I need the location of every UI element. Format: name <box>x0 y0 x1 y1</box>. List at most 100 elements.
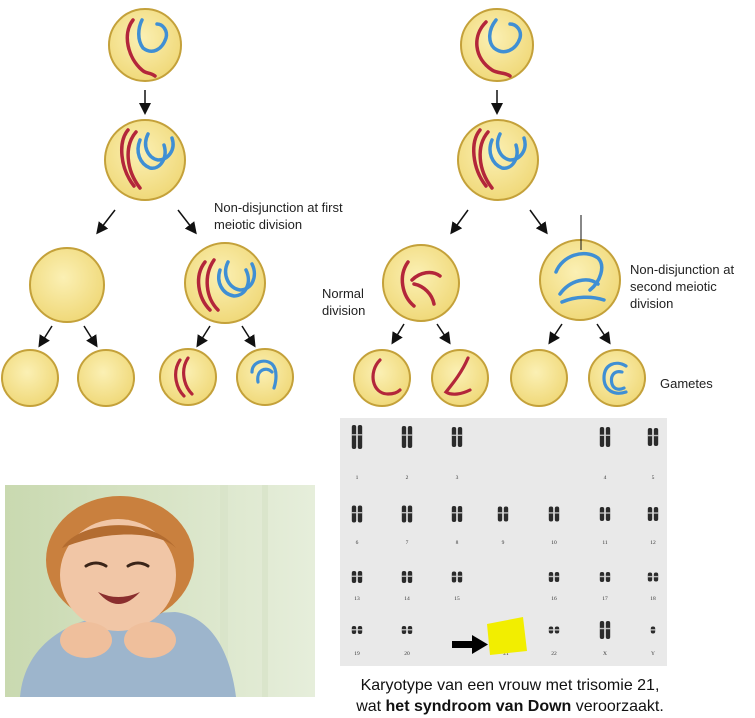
chromatid <box>351 571 357 583</box>
centromere <box>605 627 611 630</box>
centromere <box>451 512 457 514</box>
centromere <box>548 512 554 514</box>
chromosome-12 <box>647 507 659 521</box>
gamete-maternal-pair <box>159 348 217 406</box>
arrow-down-right <box>241 325 256 348</box>
chromatid <box>357 505 363 523</box>
left-both-chromosomes-cell <box>184 242 266 324</box>
chromosome-number-Y: Y <box>651 651 655 657</box>
label-normal-line1: Normal <box>322 286 364 301</box>
chromosome-15 <box>451 571 463 583</box>
centromere <box>554 512 560 514</box>
left-panel: Non-disjunction at first meiotic divisio… <box>1 8 343 407</box>
chromosome-number-11: 11 <box>602 540 608 546</box>
chromosome-number-10: 10 <box>551 540 557 546</box>
centromere <box>407 575 413 577</box>
chromatid <box>647 507 653 521</box>
centromere <box>457 575 463 578</box>
centromere <box>650 629 656 631</box>
chromosome-13 <box>351 571 363 583</box>
chromosome-6 <box>351 505 363 523</box>
centromere <box>605 575 611 578</box>
centromere <box>407 629 413 631</box>
centromere <box>653 434 659 437</box>
chromosome-number-6: 6 <box>356 540 359 546</box>
centromere <box>401 511 407 514</box>
label-normal-line2: division <box>322 303 365 318</box>
left-parent-cell <box>108 8 182 82</box>
gamete-empty <box>77 349 135 407</box>
centromere <box>599 512 605 514</box>
caption-line2: wat het syndroom van Down veroorzaakt. <box>330 696 690 717</box>
centromere <box>401 629 407 631</box>
chromosome-number-2: 2 <box>406 475 409 481</box>
chromosome-number-3: 3 <box>456 475 459 481</box>
right-duplicated-cell <box>457 119 539 201</box>
label-nd-second-line1: Non-disjunction at <box>630 262 734 277</box>
chromosome-number-17: 17 <box>602 596 608 602</box>
chromosome-3 <box>451 427 463 447</box>
centromere <box>503 512 509 514</box>
chromatid <box>599 427 605 447</box>
chromosome-22 <box>548 626 560 634</box>
centromere <box>605 434 611 436</box>
karyotype-chromosomes <box>351 425 659 639</box>
chromatid <box>497 506 503 522</box>
arrow-down-left <box>450 209 469 235</box>
centromere <box>647 512 653 514</box>
chromosome-16 <box>548 572 560 582</box>
centromere <box>457 434 463 436</box>
chromatid <box>407 505 413 523</box>
centromere <box>605 512 611 514</box>
centromere <box>647 575 653 578</box>
caption-line2-bold: het syndroom van Down <box>385 698 572 715</box>
chromosome-14 <box>401 571 413 583</box>
centromere <box>451 575 457 578</box>
chromosome-number-4: 4 <box>604 475 607 481</box>
chromatid <box>647 428 653 446</box>
chromosome-Y <box>650 626 656 634</box>
chromatid <box>605 427 611 447</box>
chromosome-4 <box>599 427 611 447</box>
arrow-down-right <box>529 209 548 235</box>
chromatid <box>605 621 611 639</box>
right-nondisjunction-cell <box>539 215 621 321</box>
centromere <box>407 434 413 436</box>
chromosome-number-7: 7 <box>406 540 409 546</box>
chromatid <box>451 427 457 447</box>
chromatid <box>653 507 659 521</box>
centromere <box>401 434 407 436</box>
centromere <box>548 575 554 578</box>
chromatid <box>401 426 407 448</box>
caption-line2-before: wat <box>356 698 386 715</box>
centromere <box>351 575 357 577</box>
centromere <box>357 629 363 631</box>
chromosome-7 <box>401 505 413 523</box>
chromatid <box>407 426 413 448</box>
centromere <box>351 511 357 514</box>
chromatid <box>451 506 457 522</box>
chromatid <box>605 507 611 521</box>
centromere <box>599 627 605 630</box>
chromosome-number-8: 8 <box>456 540 459 546</box>
chromosome-number-13: 13 <box>354 596 360 602</box>
chromatid <box>401 571 407 583</box>
gamete-paternal-pair <box>588 349 646 407</box>
chromosome-10 <box>548 506 560 522</box>
label-nd-second-line3: division <box>630 296 673 311</box>
chromosome-number-18: 18 <box>650 596 656 602</box>
chromosome-number-14: 14 <box>404 596 410 602</box>
chromatid <box>401 505 407 523</box>
chromosome-9 <box>497 506 509 522</box>
centromere <box>554 629 560 631</box>
chromatid <box>554 506 560 522</box>
trisomy-21-highlight <box>487 617 527 655</box>
centromere <box>451 434 457 436</box>
chromosome-number-20: 20 <box>404 651 410 657</box>
chromatid <box>407 571 413 583</box>
gamete-empty <box>510 349 568 407</box>
right-normal-cell <box>382 244 460 322</box>
gamete-empty <box>1 349 59 407</box>
